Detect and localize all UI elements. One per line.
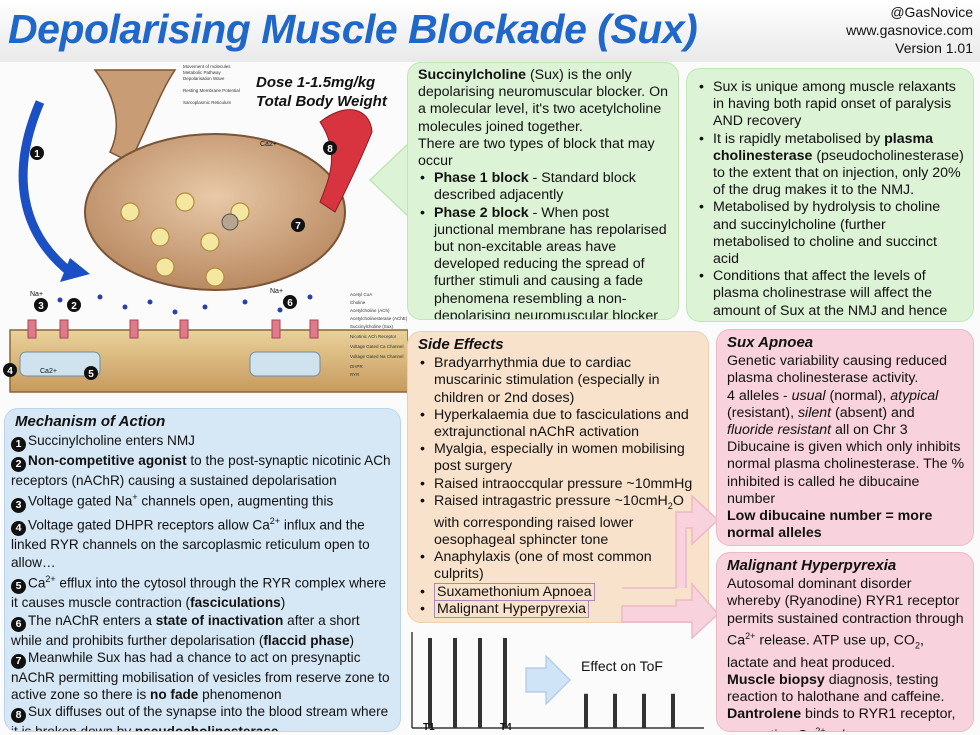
- ion-label: Na+: [270, 288, 283, 295]
- tof-bar: [453, 638, 457, 728]
- legend-item: Resting Membrane Potential: [183, 88, 240, 93]
- side-effect-item: Raised intragastric pressure ~10cmH2O wi…: [418, 493, 700, 549]
- legend-item: Movement of molecules: [183, 64, 231, 69]
- side-effect-item: Bradyarrhythmia due to cardiac muscarini…: [418, 355, 700, 407]
- legend-item: Succinylcholine (Sux): [350, 324, 394, 329]
- side-effect-item: Raised intraoccqular pressure ~10mmHg: [418, 476, 700, 493]
- apnoea-text: Genetic variability causing reduced plas…: [727, 353, 948, 387]
- metabolism-panel: Sux is unique among muscle relaxants in …: [686, 68, 974, 322]
- legend-item: Acetylcholinesterase (AChE): [350, 316, 408, 321]
- side-effect-item: Hyperkalaemia due to fasciculations and …: [418, 407, 700, 441]
- ion-label: Na+: [30, 291, 43, 298]
- dibucaine-text: Dibucaine is given which only inhibits n…: [727, 439, 965, 507]
- entry-arrow: [18, 100, 73, 276]
- metabolism-item: Conditions that affect the levels of pla…: [697, 268, 965, 321]
- alleles-text: 4 alleles - usual (normal), atypical (re…: [727, 387, 939, 439]
- side-effect-item: Anaphylaxis (one of most common culprits…: [418, 549, 700, 583]
- header-meta: @GasNovice www.gasnovice.com Version 1.0…: [846, 3, 973, 57]
- ion-label: Ca2+: [260, 141, 277, 148]
- tof-diagram: [411, 632, 704, 729]
- sux-apnoea-link[interactable]: Suxamethonium Apnoea: [418, 582, 700, 601]
- mh-heading: Malignant Hyperpyrexia: [727, 557, 897, 574]
- header-banner: [0, 0, 980, 62]
- sux-intro-text: Succinylcholine (Sux) is the only depola…: [418, 67, 668, 135]
- sux-apnoea-heading: Sux Apnoea: [727, 334, 814, 351]
- sux-apnoea-panel: Sux Apnoea Genetic variability causing r…: [716, 329, 974, 546]
- legend-item: RYR: [350, 372, 360, 377]
- tof-bar: [642, 693, 646, 728]
- side-effects-heading: Side Effects: [418, 336, 504, 353]
- svg-text:6: 6: [287, 298, 293, 309]
- tof-bar: [584, 693, 588, 728]
- version: Version 1.01: [895, 40, 973, 56]
- tof-t1-label: T1: [423, 722, 435, 733]
- svg-text:2: 2: [71, 301, 77, 312]
- svg-text:5: 5: [88, 369, 94, 380]
- svg-text:7: 7: [295, 221, 301, 232]
- legend-item: Acetylcholine (ACh): [350, 308, 390, 313]
- mechanism-heading: Mechanism of Action: [15, 413, 166, 430]
- dibucaine-conclusion: Low dibucaine number = more normal allel…: [727, 508, 933, 542]
- svg-text:8: 8: [327, 144, 333, 155]
- mh-biopsy: Muscle biopsy diagnosis, testing reactio…: [727, 671, 945, 705]
- tof-bar: [503, 638, 507, 728]
- website: www.gasnovice.com: [846, 22, 973, 38]
- handle: @GasNovice: [890, 4, 973, 20]
- tof-bar: [671, 693, 675, 728]
- connector-arrows-icon: [621, 494, 720, 640]
- block-types-text: There are two types of block that may oc…: [418, 135, 655, 170]
- svg-text:3: 3: [38, 301, 44, 312]
- sarcoplasmic-reticulum: [19, 351, 101, 377]
- malignant-hyperpyrexia-panel: Malignant Hyperpyrexia Autosomal dominan…: [716, 552, 974, 732]
- tof-bar: [478, 638, 482, 728]
- tof-t4-label: T4: [500, 722, 512, 733]
- tof-label: Effect on ToF: [581, 658, 663, 674]
- legend-item: Sarcoplasmic Reticulum: [183, 100, 232, 105]
- legend-item: Voltage Gated Na Channel: [350, 354, 404, 359]
- nmj-illustration: Movement of molecules Metabolic Pathway …: [3, 64, 408, 393]
- metabolism-item: Sux is unique among muscle relaxants in …: [697, 79, 965, 131]
- dose-label: Dose 1-1.5mg/kg Total Body Weight: [256, 74, 387, 110]
- side-effect-item: Myalgia, especially in women mobilising …: [418, 441, 700, 475]
- malignant-hyperpyrexia-link[interactable]: Malignant Hyperpyrexia: [418, 599, 700, 618]
- svg-text:4: 4: [7, 366, 13, 377]
- tof-bar: [428, 638, 432, 728]
- phase2-item: Phase 2 block - When post junctional mem…: [418, 205, 670, 319]
- nerve-terminal: [84, 133, 346, 291]
- mh-dantrolene: Dantrolene binds to RYR1 receptor, preve…: [727, 706, 956, 732]
- tof-arrow-icon: [525, 654, 571, 706]
- legend-item: Metabolic Pathway: [183, 70, 222, 75]
- blood-vessel: [319, 109, 373, 213]
- metabolism-item: It is rapidly metabolised by plasma chol…: [697, 131, 965, 200]
- phase1-item: Phase 1 block - Standard block described…: [418, 170, 670, 204]
- ion-label: Ca2+: [40, 368, 57, 375]
- legend-item: Voltage Gated Ca Channel: [350, 344, 404, 349]
- legend-item: DHPR: [350, 364, 364, 369]
- legend-item: Nicotinic ACh Receptor: [350, 334, 397, 339]
- tof-before-bars: [428, 638, 507, 728]
- legend-item: Acetyl CoA: [350, 292, 372, 297]
- tof-after-bars: [584, 693, 675, 728]
- side-effects-panel: Side Effects Bradyarrhythmia due to card…: [407, 331, 709, 623]
- sux-intro-panel: Succinylcholine (Sux) is the only depola…: [407, 62, 679, 320]
- page-title: Depolarising Muscle Blockade (Sux): [8, 6, 698, 52]
- tof-bar: [613, 693, 617, 728]
- legend-item: Choline: [350, 300, 366, 305]
- metabolism-item: Metabolised by hydrolysis to choline and…: [697, 199, 965, 268]
- mh-text: Autosomal dominant disorder whereby (Rya…: [727, 576, 964, 671]
- legend-item: Depolarisation Wave: [183, 76, 225, 81]
- svg-text:1: 1: [34, 149, 40, 160]
